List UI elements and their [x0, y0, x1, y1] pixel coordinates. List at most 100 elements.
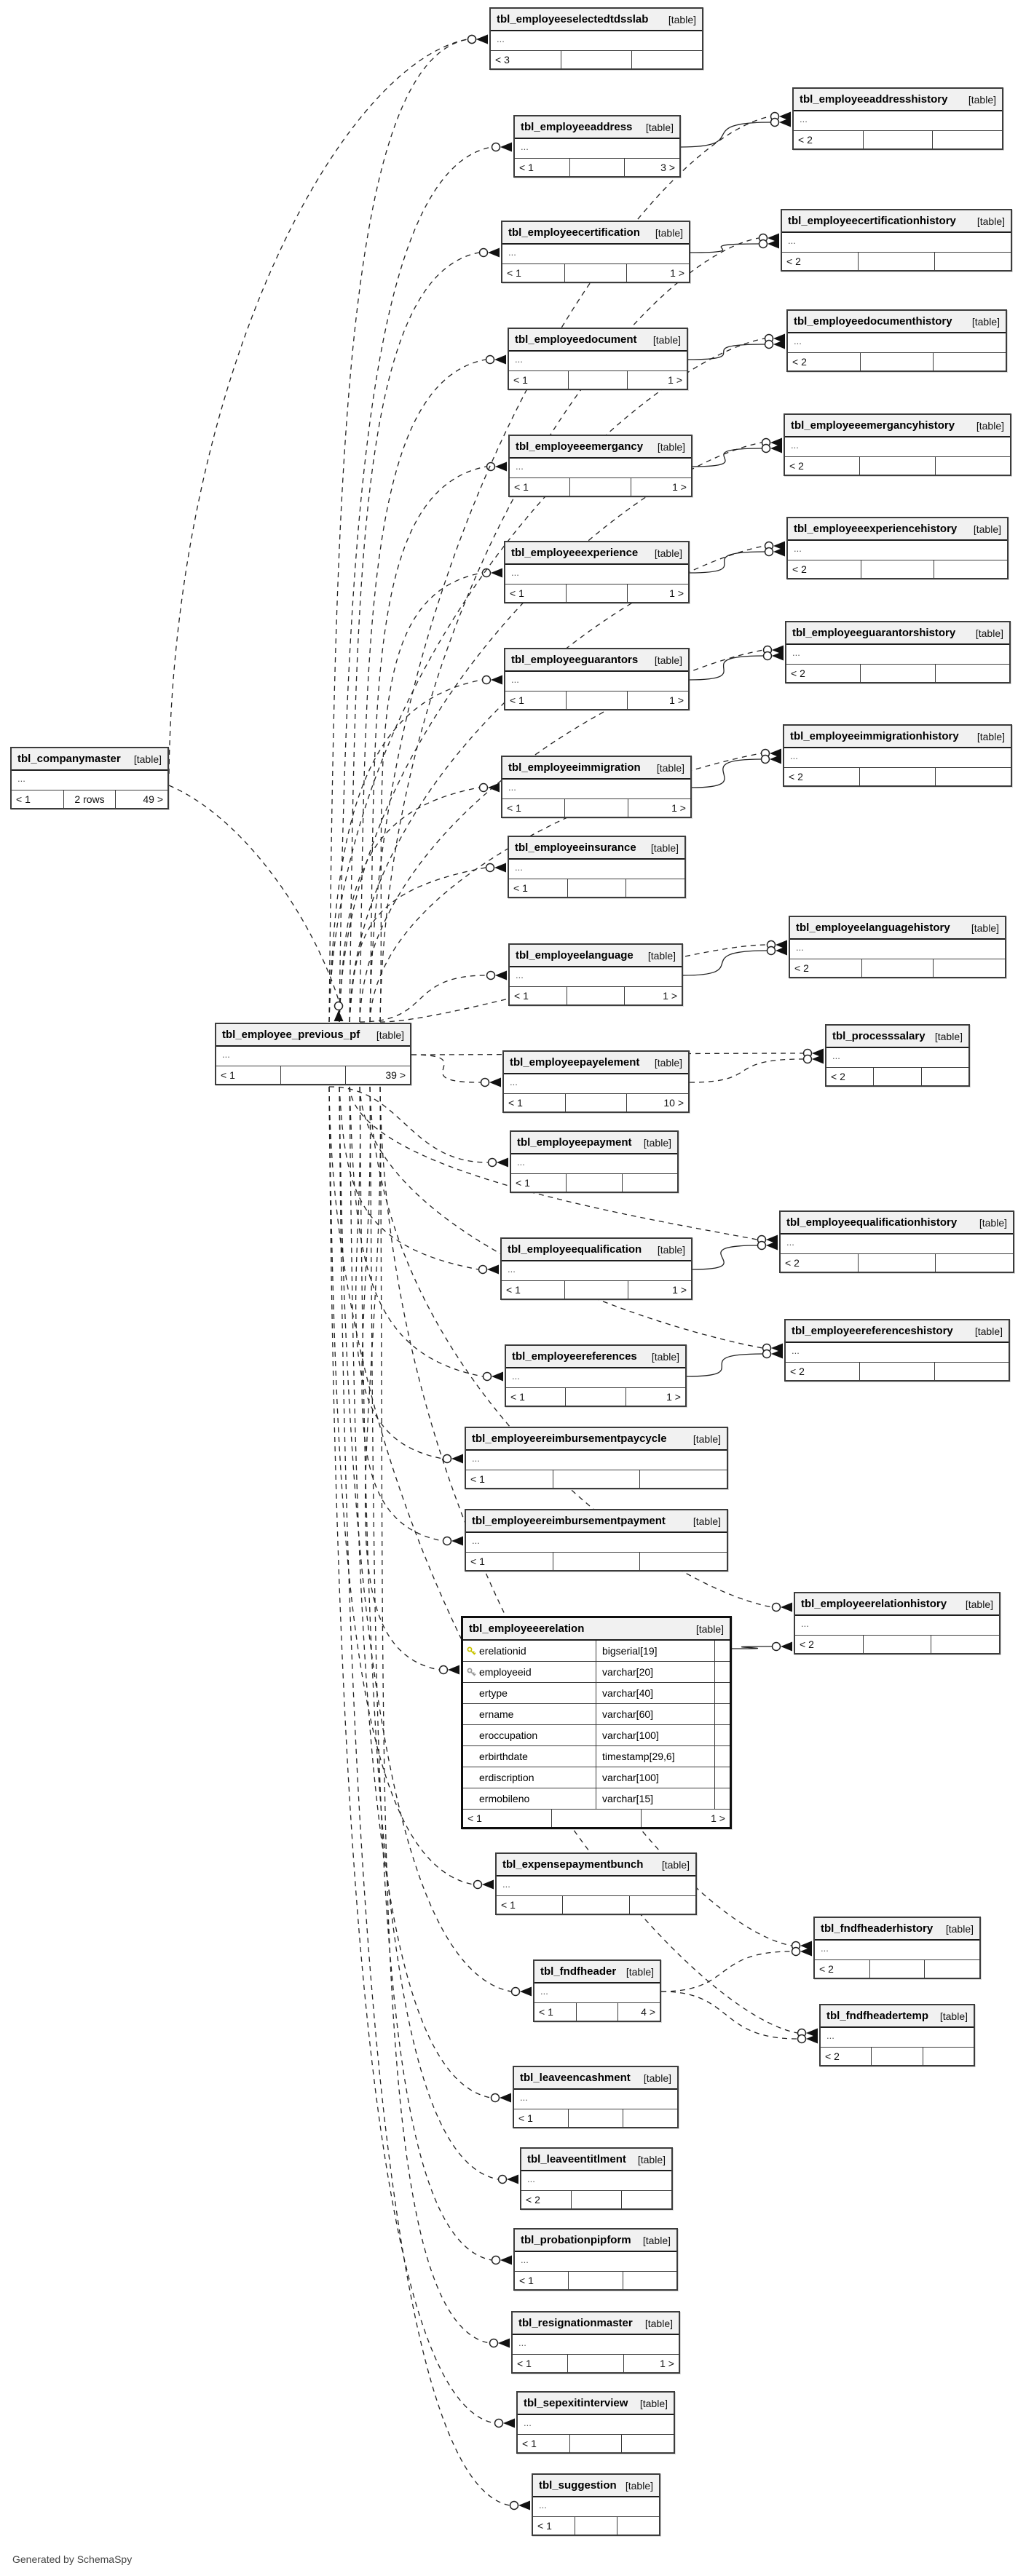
crow-foot-arrow-icon: [495, 970, 507, 980]
relationship-edge-implied: [369, 753, 762, 1023]
columns-ellipsis: ...: [508, 1264, 516, 1275]
columns-ellipsis: ...: [794, 336, 802, 346]
footer-children-count: 10 >: [626, 1094, 688, 1111]
columns-ellipsis: ...: [540, 1986, 548, 1997]
table-selectedtdsslab[interactable]: tbl_employeeselectedtdsslab[table]...< 3: [489, 7, 703, 70]
table-probationpipform[interactable]: tbl_probationpipform[table]...< 1: [513, 2228, 678, 2291]
table-suggestion[interactable]: tbl_suggestion[table]...< 1: [532, 2473, 660, 2536]
table-reimbursementpaycycle[interactable]: tbl_employeereimbursementpaycycle[table]…: [465, 1427, 728, 1489]
table-footer: < 2: [794, 130, 1002, 148]
table-footer: < 1: [514, 2109, 677, 2127]
crow-foot-arrow-icon: [482, 1879, 494, 1890]
footer-rows-count: [552, 1553, 640, 1570]
table-employeeinsurance[interactable]: tbl_employeeinsurance[table]...< 1: [508, 836, 686, 898]
column-type: bigserial[19]: [596, 1641, 714, 1661]
table-fndfheadertemp[interactable]: tbl_fndfheadertemp[table]...< 2: [819, 2004, 975, 2066]
crow-foot-arrow-icon: [812, 1054, 824, 1064]
zero-or-more-circle-icon: [478, 1264, 488, 1275]
table-certificationhistory[interactable]: tbl_employeecertificationhistory[table].…: [781, 209, 1012, 272]
table-documenthistory[interactable]: tbl_employeedocumenthistory[table]...< 2: [786, 309, 1007, 372]
table-addresshistory[interactable]: tbl_employeeaddresshistory[table]...< 2: [792, 87, 1003, 150]
table-type-tag: [table]: [939, 2010, 968, 2022]
zero-or-more-circle-icon: [509, 2500, 519, 2510]
table-header: tbl_employeeguarantors[table]: [505, 649, 688, 672]
table-reimbursementpayment[interactable]: tbl_employeereimbursementpayment[table].…: [465, 1509, 728, 1572]
zero-or-more-circle-icon: [490, 2093, 500, 2103]
table-emergancyhistory[interactable]: tbl_employeeemergancyhistory[table]...< …: [784, 413, 1011, 476]
footer-parents-count: < 2: [794, 962, 809, 974]
footer-rows-count: [569, 478, 630, 496]
column-type: varchar[20]: [596, 1662, 714, 1682]
table-leaveentitlment[interactable]: tbl_leaveentitlment[table]...< 2: [520, 2147, 673, 2210]
footer-rows-count: [869, 1960, 925, 1978]
columns-ellipsis: ...: [832, 1050, 840, 1061]
table-leaveencashment[interactable]: tbl_leaveencashment[table]...< 1: [513, 2066, 679, 2128]
table-footer: < 2: [786, 664, 1009, 682]
crow-foot-arrow-icon: [800, 1946, 812, 1957]
footer-parents-count: < 1: [518, 2112, 533, 2124]
table-referenceshistory[interactable]: tbl_employeereferenceshistory[table]...<…: [784, 1319, 1010, 1382]
footer-rows-count: [862, 1636, 931, 1653]
footer-rows-count: [564, 799, 627, 817]
columns-ellipsis: ...: [511, 674, 519, 685]
columns-ellipsis: ...: [515, 862, 523, 873]
relationship-edge-implied: [379, 944, 767, 1023]
table-qualificationhistory[interactable]: tbl_employeequalificationhistory[table].…: [779, 1210, 1014, 1273]
table-languagehistory[interactable]: tbl_employeelanguagehistory[table]...< 2: [789, 916, 1006, 978]
footer-parents-count: < 1: [522, 2438, 537, 2449]
table-guarantorshistory[interactable]: tbl_employeeguarantorshistory[table]...<…: [785, 621, 1011, 683]
table-header: tbl_employeeselectedtdsslab[table]: [491, 9, 702, 31]
table-immigrationhistory[interactable]: tbl_employeeimmigrationhistory[table]...…: [783, 724, 1012, 787]
zero-or-more-circle-icon: [762, 1349, 772, 1359]
table-name: tbl_employeedocumenthistory: [794, 315, 952, 328]
crow-foot-arrow-icon: [448, 1665, 459, 1675]
crow-foot-arrow-icon: [518, 2500, 530, 2510]
table-relationhistory[interactable]: tbl_employeerelationhistory[table]...< 2: [794, 1592, 1001, 1654]
columns-ellipsis: ...: [517, 1157, 525, 1168]
footer-children-count: 1 >: [630, 478, 691, 496]
table-sepexitinterview[interactable]: tbl_sepexitinterview[table]...< 1: [516, 2391, 675, 2454]
zero-or-more-circle-icon: [480, 1077, 490, 1087]
table-experiencehistory[interactable]: tbl_employeeexperiencehistory[table]...<…: [786, 517, 1009, 579]
footer-children-count: [932, 131, 1002, 148]
table-processsalary[interactable]: tbl_processsalary[table]...< 2: [825, 1024, 970, 1087]
fk-indicator-column: [714, 1725, 730, 1745]
relationship-edge-implied: [339, 146, 492, 1023]
zero-or-more-circle-icon: [802, 1054, 813, 1064]
table-name: tbl_employeeaddresshistory: [800, 93, 948, 106]
footer-parents-count: < 2: [792, 356, 807, 368]
table-expensepaymentbunch[interactable]: tbl_expensepaymentbunch[table]...< 1: [495, 1852, 697, 1915]
footer-rows-count: [567, 987, 624, 1004]
table-name: tbl_employeepayment: [517, 1136, 632, 1149]
generated-by-note: Generated by SchemaSpy: [12, 2553, 133, 2565]
columns-ellipsis: ...: [792, 647, 800, 658]
zero-or-more-circle-icon: [791, 1946, 801, 1957]
footer-rows-count: [566, 1174, 621, 1192]
zero-or-more-circle-icon: [771, 1602, 781, 1612]
table-fndfheaderhistory[interactable]: tbl_fndfheaderhistory[table]...< 2: [813, 1917, 981, 1979]
footer-children-count: 1 >: [623, 2355, 679, 2372]
table-type-tag: [table]: [642, 2234, 671, 2246]
table-header: tbl_employeelanguagehistory[table]: [790, 917, 1005, 940]
zero-or-more-circle-icon: [334, 1001, 344, 1011]
relationship-edge-implied: [369, 116, 771, 1023]
table-employeepayment[interactable]: tbl_employeepayment[table]...< 1: [510, 1130, 679, 1193]
